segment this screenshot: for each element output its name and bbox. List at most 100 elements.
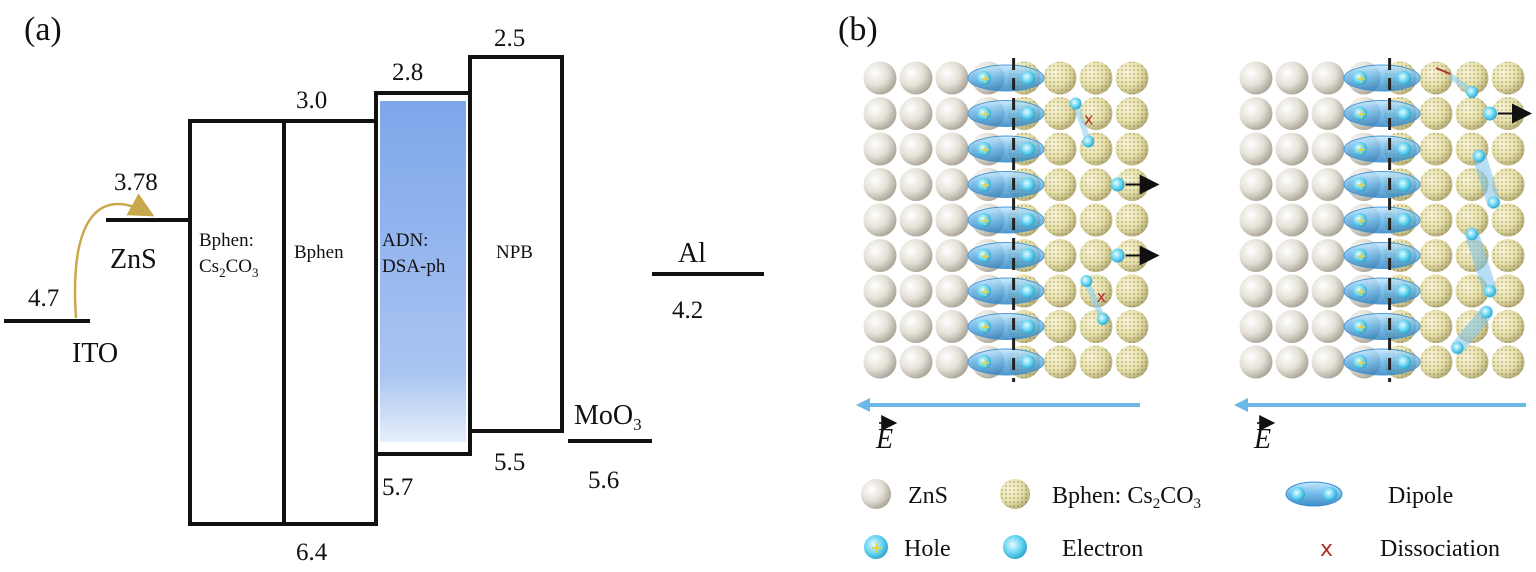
- zns-particle: [1239, 239, 1273, 272]
- svg-text:+: +: [980, 250, 991, 265]
- zns-particle: [1239, 168, 1273, 201]
- dipole: +: [1343, 206, 1421, 234]
- field-arrow-left-head: [856, 398, 870, 412]
- npb-top-value: 2.5: [494, 25, 525, 52]
- svg-text:+: +: [1356, 72, 1367, 87]
- zns-particle: [1275, 203, 1309, 237]
- zns-particle: [863, 239, 897, 272]
- electron: [1483, 106, 1497, 121]
- zns-particle: [1311, 239, 1345, 272]
- zns-particle: [1311, 274, 1345, 308]
- zns-particle: [899, 274, 933, 308]
- injection-arrow: [73, 193, 155, 319]
- dipole: +: [1343, 348, 1421, 376]
- zns-particle: [1275, 345, 1309, 379]
- zns-particle: [1275, 239, 1309, 272]
- zns-particle: [935, 132, 969, 166]
- legend-zns-label: ZnS: [908, 483, 948, 509]
- bphen-bottom-value: 6.4: [296, 539, 328, 566]
- svg-text:+: +: [1356, 250, 1367, 265]
- moo3-label: MoO3: [574, 400, 642, 434]
- zns-particle: [1239, 61, 1273, 95]
- zns-particle: [1275, 132, 1309, 166]
- dipole: +: [967, 277, 1045, 305]
- panel-b: (b) +++++++++xx +++++++++ E E ZnS Bphen:…: [838, 11, 1532, 562]
- zns-particle: [1239, 132, 1273, 166]
- zns-particle: [863, 61, 897, 95]
- dipole: +: [1343, 313, 1421, 340]
- zns-label: ZnS: [110, 244, 157, 275]
- zns-particle: [935, 203, 969, 237]
- zns-particle: [899, 132, 933, 166]
- legend-dissociation-swatch: x: [1320, 537, 1333, 562]
- zns-particle: [1239, 203, 1273, 237]
- dipole: +: [967, 64, 1045, 92]
- zns-particle: [863, 97, 897, 130]
- stretched-dipole: [1472, 149, 1501, 210]
- zns-particle: [935, 310, 969, 343]
- zns-particle: [1275, 168, 1309, 201]
- particle-grid-right: +++++++++: [1239, 58, 1532, 382]
- legend-dipole-label: Dipole: [1388, 483, 1453, 509]
- bphen-label: Bphen: [294, 242, 344, 263]
- dipole: +: [967, 206, 1045, 234]
- zns-particle: [1239, 345, 1273, 379]
- zns-particle: [1239, 274, 1273, 308]
- legend-zns-swatch: [861, 479, 891, 509]
- field-symbol-left: E: [875, 415, 898, 455]
- legend-hole-swatch: +: [864, 535, 888, 559]
- dipole: +: [1343, 100, 1421, 127]
- dipole: +: [967, 100, 1045, 127]
- zns-particle: [899, 168, 933, 201]
- field-symbol-left-text: E: [875, 424, 893, 455]
- zns-particle: [935, 168, 969, 201]
- dipole: +: [967, 171, 1045, 198]
- npb-label: NPB: [496, 242, 533, 263]
- zns-particle: [863, 203, 897, 237]
- zns-particle: [899, 97, 933, 130]
- zns-particle: [1311, 97, 1345, 130]
- dipole: +: [967, 348, 1045, 376]
- svg-text:+: +: [870, 538, 883, 557]
- zns-particle: [1275, 274, 1309, 308]
- dipole: +: [1343, 277, 1421, 305]
- dipole: +: [1343, 242, 1421, 269]
- al-label: Al: [678, 238, 706, 269]
- svg-text:+: +: [980, 285, 991, 300]
- bphen-cs-label-line2: Cs2CO3: [199, 256, 258, 280]
- zns-particle: [863, 132, 897, 166]
- adn-bottom-value: 5.7: [382, 474, 413, 501]
- zns-particle: [863, 310, 897, 343]
- zns-particle: [1239, 97, 1273, 130]
- bphen-box: [282, 119, 378, 526]
- zns-particle: [863, 345, 897, 379]
- zns-particle: [1275, 61, 1309, 95]
- dipole: +: [967, 313, 1045, 340]
- ito-value: 4.7: [28, 285, 59, 312]
- bphen-cs-label-line1: Bphen:: [199, 230, 254, 251]
- svg-text:+: +: [980, 72, 991, 87]
- legend-hole-label: Hole: [904, 536, 951, 562]
- zns-particle: [1275, 97, 1309, 130]
- zns-particle: [1311, 132, 1345, 166]
- zns-value: 3.78: [114, 169, 158, 196]
- legend-dissociation-label: Dissociation: [1380, 536, 1500, 562]
- dipole: +: [1343, 64, 1421, 92]
- zns-particle: [899, 310, 933, 343]
- dipole: +: [967, 242, 1045, 269]
- zns-particle: [1311, 345, 1345, 379]
- legend-dipole-swatch: [1285, 481, 1343, 507]
- svg-text:+: +: [980, 214, 991, 229]
- panel-a: (a) 4.7 ITO 3.78 ZnS Bphen: Cs2CO3 Bphen…: [4, 11, 764, 566]
- zns-particle: [1239, 310, 1273, 343]
- bphen-top-value: 3.0: [296, 87, 327, 114]
- legend: ZnS Bphen: Cs2CO3 Dipole + Hole Electron…: [861, 479, 1500, 562]
- dipole: +: [967, 135, 1045, 163]
- zns-particle: [899, 203, 933, 237]
- zns-particle: [1275, 310, 1309, 343]
- svg-text:+: +: [1356, 143, 1367, 158]
- zns-particle: [935, 274, 969, 308]
- zns-particle: [863, 274, 897, 308]
- npb-bottom-value: 5.5: [494, 449, 525, 476]
